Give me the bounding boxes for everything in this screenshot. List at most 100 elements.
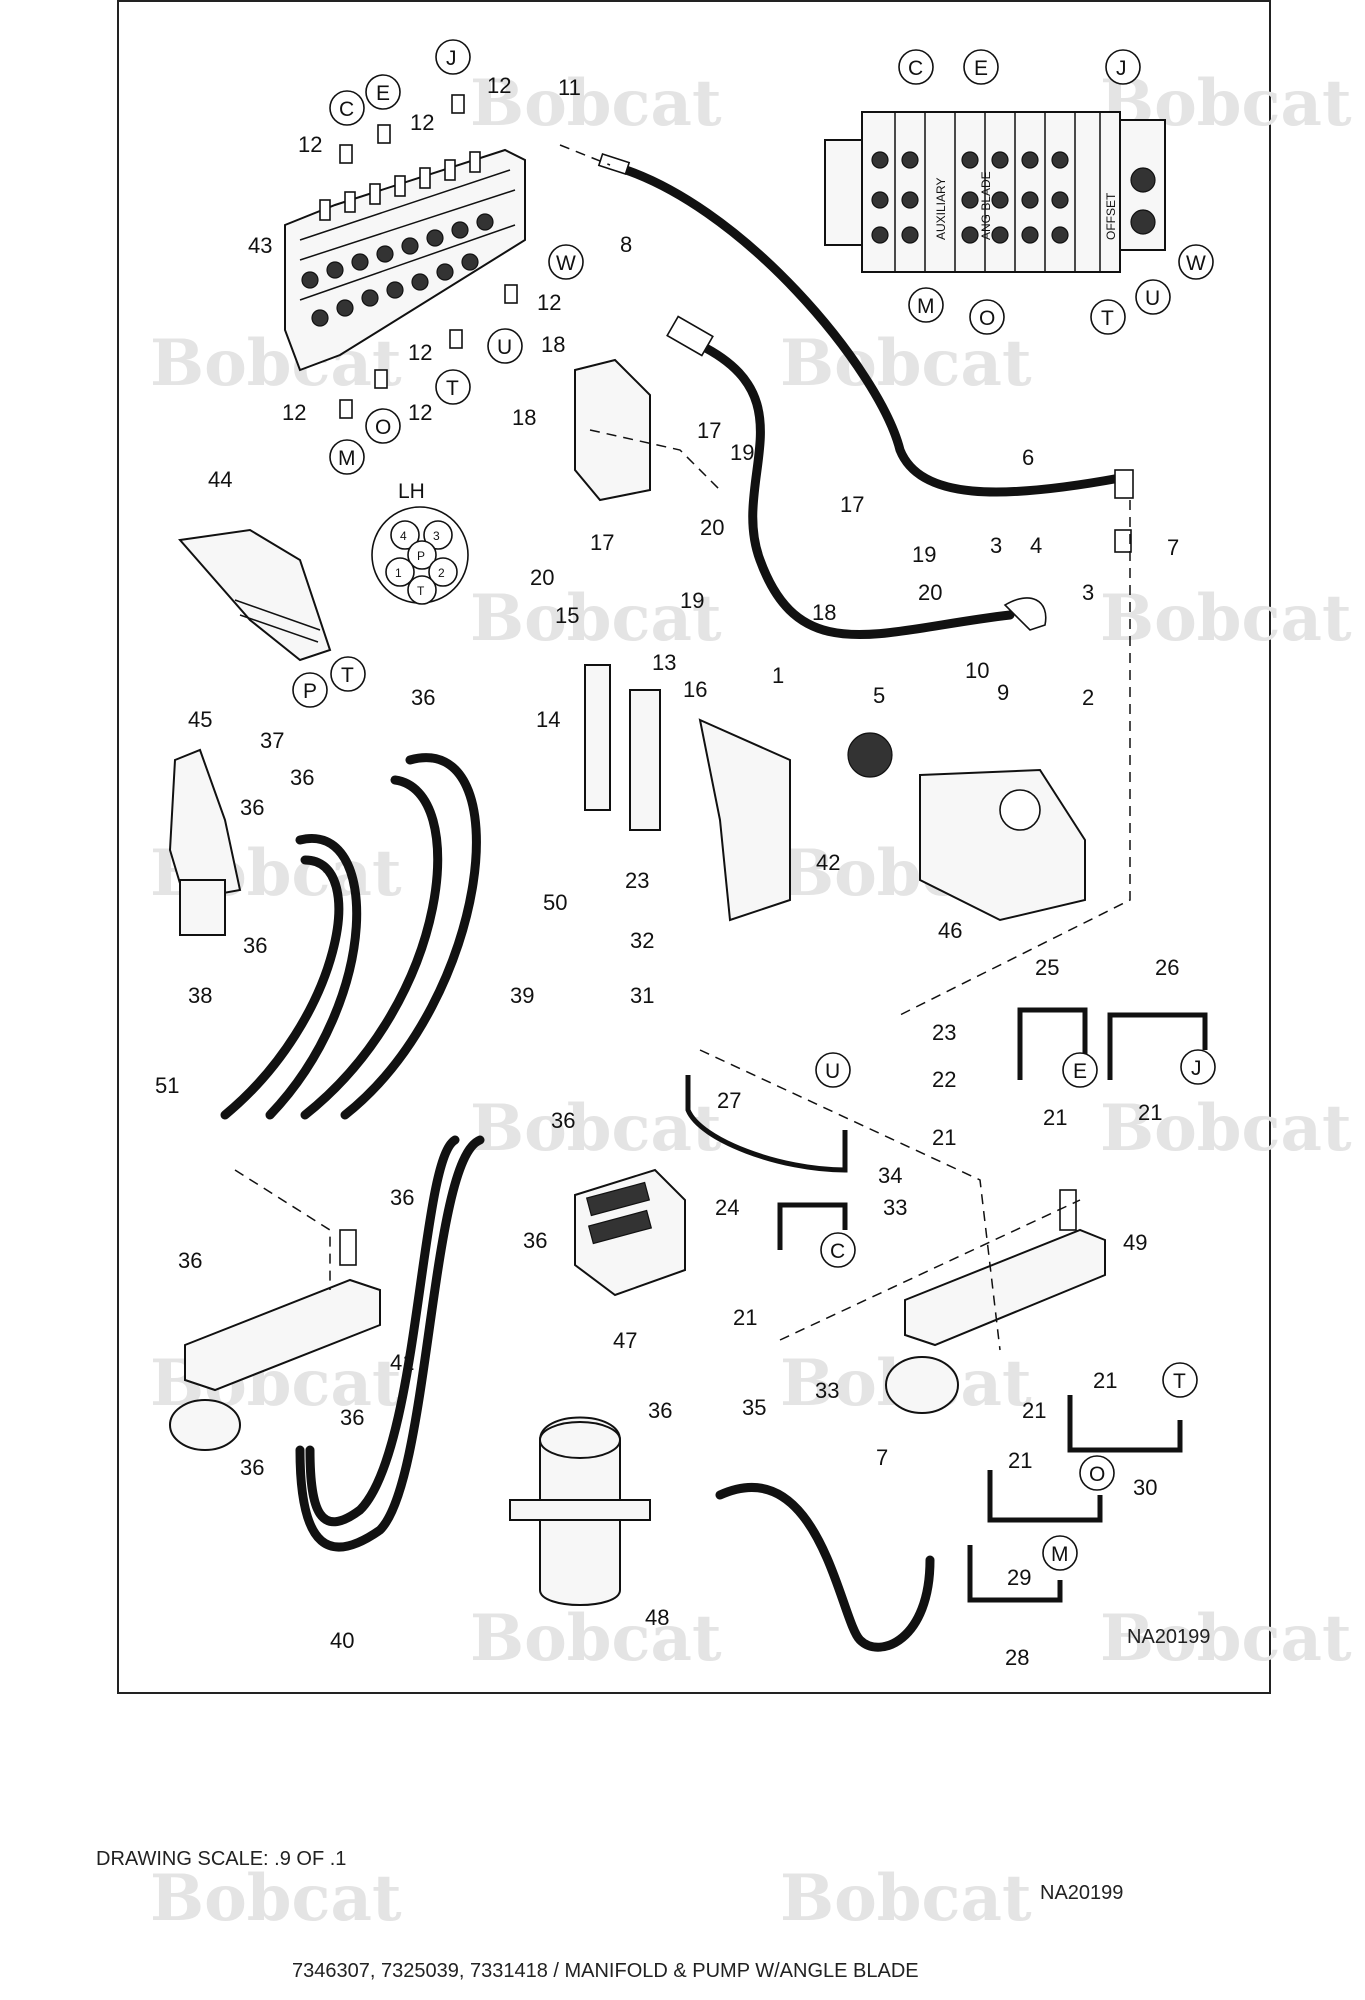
part-label: 30 — [1133, 1475, 1157, 1500]
part-label: 22 — [932, 1067, 956, 1092]
part-number-labels: 1 2 3 3 4 5 6 7 7 8 9 10 11 12 12 12 12 … — [155, 73, 1179, 1670]
part-label: 12 — [410, 110, 434, 135]
part-label: 9 — [997, 680, 1009, 705]
port-letter: T — [341, 664, 354, 687]
pilot-hoses — [220, 753, 481, 1120]
lower-left-manifold — [169, 1229, 381, 1451]
joystick-lh-label: LH — [398, 480, 425, 503]
hoses-40-41 — [295, 1135, 485, 1552]
part-label: 36 — [240, 795, 264, 820]
part-label: 11 — [558, 75, 581, 100]
part-label: 36 — [648, 1398, 672, 1423]
part-label: 21 — [1008, 1448, 1032, 1473]
part-label: 3 — [990, 533, 1002, 558]
part-label: 29 — [1007, 1565, 1031, 1590]
port-letter: O — [375, 416, 391, 439]
port-letter: J — [1191, 1057, 1202, 1080]
part-label: 36 — [340, 1405, 364, 1430]
part-label: 7 — [1167, 535, 1179, 560]
port-letter: T — [446, 377, 459, 400]
port-letter: U — [497, 336, 512, 359]
port-letter: T — [1173, 1370, 1186, 1393]
part-label: 17 — [840, 492, 864, 517]
part-label: 12 — [537, 290, 561, 315]
port-letter: M — [338, 447, 356, 470]
port-letter: J — [1116, 57, 1127, 80]
watermark: Bobcat — [1100, 1601, 1352, 1676]
part-label: 36 — [411, 685, 435, 710]
part-label: 34 — [878, 1163, 902, 1188]
part-label: 41 — [390, 1350, 414, 1375]
pin-label: 4 — [400, 529, 407, 543]
watermark: Bobcat — [780, 326, 1032, 401]
bracket-plates — [574, 358, 791, 922]
part-label: 48 — [645, 1605, 669, 1630]
pin-label: 1 — [395, 566, 402, 580]
part-label: 1 — [772, 663, 784, 688]
drawing-title: 7346307, 7325039, 7331418 / MANIFOLD & P… — [292, 1960, 919, 1982]
part-label: 12 — [298, 132, 322, 157]
port-letter: U — [1145, 287, 1160, 310]
port-letter: J — [446, 47, 457, 70]
pin-label: 2 — [438, 566, 445, 580]
solenoid-48 — [509, 1416, 651, 1606]
part-label: 10 — [965, 658, 989, 683]
watermark: Bobcat — [1100, 1091, 1352, 1166]
joystick-45 — [168, 748, 242, 936]
pin-label: 3 — [433, 529, 440, 543]
port-letter-callouts: J E C W U T O M C E J W U T O M T P U C … — [292, 39, 1216, 1571]
port-letter: P — [303, 680, 317, 703]
part-label: 49 — [1123, 1230, 1147, 1255]
port-letter: C — [339, 98, 354, 121]
port-letter: O — [979, 307, 995, 330]
pedal-47 — [574, 1168, 686, 1297]
watermark: Bobcat — [470, 66, 722, 141]
port-letter: M — [1051, 1543, 1069, 1566]
part-label: 33 — [815, 1378, 839, 1403]
part-label: 21 — [1043, 1105, 1067, 1130]
port-letter: C — [830, 1240, 845, 1263]
part-label: 15 — [555, 603, 579, 628]
part-label: 36 — [290, 765, 314, 790]
part-label: 19 — [680, 588, 704, 613]
dashed-connections — [234, 144, 1131, 1351]
part-label: 17 — [697, 418, 721, 443]
part-label: 33 — [883, 1195, 907, 1220]
ang-blade-label: ANG BLADE — [979, 171, 993, 240]
drawing-scale: DRAWING SCALE: .9 OF .1 — [96, 1848, 347, 1870]
part-label: 19 — [730, 440, 754, 465]
part-label: 26 — [1155, 955, 1179, 980]
pin-label: P — [417, 549, 425, 563]
part-label: 18 — [541, 332, 565, 357]
manifold-49 — [885, 1189, 1106, 1414]
port-letter: E — [376, 82, 390, 105]
part-label: 39 — [510, 983, 534, 1008]
part-label: 25 — [1035, 955, 1059, 980]
port-letter: E — [974, 57, 988, 80]
part-label: 28 — [1005, 1645, 1029, 1670]
part-label: 20 — [918, 580, 942, 605]
part-label: 45 — [188, 707, 212, 732]
watermark: Bobcat — [470, 1601, 722, 1676]
steel-tubes — [685, 1007, 1208, 1603]
part-label: 19 — [912, 542, 936, 567]
part-label: 40 — [330, 1628, 354, 1653]
part-label: 8 — [620, 232, 632, 257]
watermark: Bobcat — [1100, 581, 1352, 656]
part-label: 12 — [408, 400, 432, 425]
part-label: 2 — [1082, 685, 1094, 710]
port-letter: C — [908, 57, 923, 80]
part-label: 36 — [243, 933, 267, 958]
hoses-1-6 — [597, 152, 1134, 640]
hose-35 — [715, 1482, 935, 1652]
part-label: 32 — [630, 928, 654, 953]
part-label: 43 — [248, 233, 272, 258]
part-label: 20 — [530, 565, 554, 590]
drawing-code-bottom: NA20199 — [1040, 1882, 1124, 1904]
pump-46 — [847, 732, 1086, 922]
part-label: 12 — [282, 400, 306, 425]
part-label: 6 — [1022, 445, 1034, 470]
part-label: 16 — [683, 677, 707, 702]
port-letter: W — [1186, 252, 1206, 275]
